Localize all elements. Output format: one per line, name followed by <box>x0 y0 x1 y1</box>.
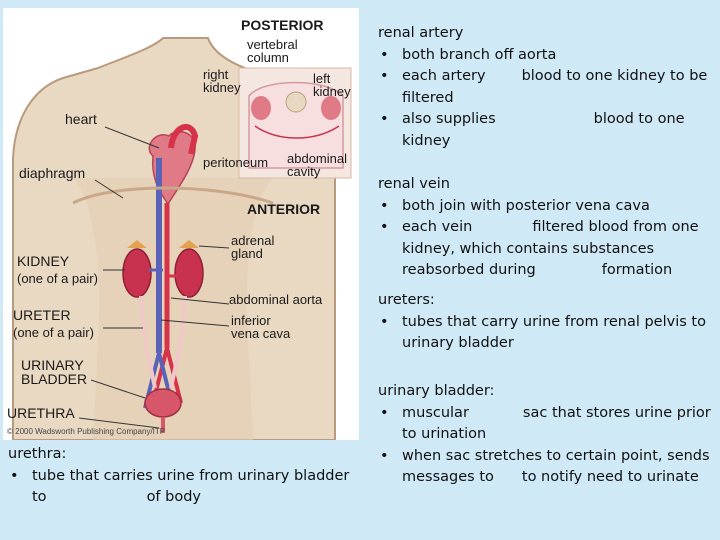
renal-artery-b3b: blood to one <box>593 111 685 127</box>
urinary-system-figure: POSTERIOR vertebral column right kidney … <box>3 8 359 440</box>
diaphragm-curve <box>72 186 274 205</box>
renal-vein-b2a: each vein <box>402 219 473 235</box>
inset-kidney-right <box>321 96 341 120</box>
right-kidney-shape <box>174 248 204 298</box>
ureters-heading: ureters: <box>378 292 435 308</box>
renal-vein-b2b: filtered blood from one <box>532 219 699 235</box>
aorta-arch <box>168 124 199 155</box>
renal-vein-bullet-2: each vein filtered blood from one kidney, … <box>378 217 718 282</box>
torso-shading <box>73 178 273 440</box>
urethra-bullet: tube that carries urine from urinary bla… <box>8 466 360 509</box>
adrenal-right <box>179 240 199 248</box>
label-inferior-vena-cava: inferior vena cava <box>231 313 291 341</box>
label-ureter: URETER <box>13 307 71 323</box>
ureters-section: ureters: tubes that carry urine from ren… <box>378 290 718 355</box>
urinary-bladder-b1c: to urination <box>402 426 487 442</box>
renal-artery-bullet-3: also supplies blood to one kidney <box>378 109 718 152</box>
label-kidney-sub: (one of a pair) <box>17 271 98 286</box>
inset-peritoneum <box>254 125 340 139</box>
renal-artery-bullet-2: each artery blood to one kidney to be filt… <box>378 66 718 109</box>
renal-artery-b3a: also supplies <box>402 111 496 127</box>
label-urethra: URETHRA <box>7 405 75 421</box>
leader-heart <box>104 126 160 149</box>
label-right-kidney: right kidney <box>203 67 241 95</box>
renal-artery-heading: renal artery <box>378 25 464 41</box>
label-kidney: KIDNEY <box>17 253 70 269</box>
label-ureter-sub: (one of a pair) <box>13 325 94 340</box>
urethra-bullet-to: to <box>32 489 47 505</box>
label-vertebral-column: vertebral column <box>247 37 298 65</box>
ureters-b1: tubes that carry urine from renal pelvis… <box>402 313 706 330</box>
label-adrenal-gland: adrenal gland <box>231 233 275 261</box>
ureters-bullet-1: tubes that carry urine from renal pelvis… <box>378 312 718 355</box>
urinary-bladder-b1b: sac that stores urine prior <box>522 404 711 421</box>
ureter-right <box>169 295 187 389</box>
urethra-heading: urethra: <box>8 446 67 462</box>
ureters-b1c: urinary bladder <box>402 335 514 351</box>
label-left-kidney: left kidney <box>313 71 351 99</box>
leader-aorta <box>170 297 230 305</box>
renal-artery-bullet-1: both branch off aorta <box>378 45 718 67</box>
renal-artery-b2c: filtered <box>402 89 454 106</box>
anatomy-illustration <box>12 37 352 440</box>
urethra-bullet-text: tube that carries urine from urinary bla… <box>32 467 350 484</box>
urinary-bladder-bullet-1: muscular sac that stores urine prior to ur… <box>378 403 718 446</box>
renal-vein-b2c: kidney, which contains substances <box>402 240 655 257</box>
urinary-bladder-heading: urinary bladder: <box>378 383 495 399</box>
renal-vein-b2d: reabsorbed during <box>402 262 536 278</box>
leader-diaphragm <box>94 179 124 199</box>
left-kidney-shape <box>122 248 152 298</box>
inset-kidney-left <box>251 96 271 120</box>
urinary-bladder-b1a: muscular <box>402 404 469 421</box>
copyright-text: © 2000 Wadsworth Publishing Company/ITP <box>7 427 166 436</box>
renal-artery-section: renal artery both branch off aorta each … <box>378 23 718 152</box>
label-peritoneum: peritoneum <box>203 155 269 170</box>
renal-artery-b2a: each artery <box>402 68 486 84</box>
label-diaphragm: diaphragm <box>19 165 86 181</box>
label-anterior: ANTERIOR <box>247 201 321 217</box>
inset-abdomen <box>248 81 344 169</box>
renal-vein-heading: renal vein <box>378 176 450 192</box>
ureter-left <box>139 295 157 389</box>
label-heart: heart <box>65 111 97 127</box>
urinary-bladder-section: urinary bladder: muscular sac that stores… <box>378 381 718 489</box>
renal-vein-bullet-1: both join with posterior vena cava <box>378 196 718 218</box>
bladder-shape <box>144 388 182 418</box>
leader-bladder <box>90 379 146 399</box>
urinary-bladder-b2c: to notify need to urinate <box>521 469 699 485</box>
leader-urethra <box>78 417 160 429</box>
leader-venacava <box>160 319 230 327</box>
urinary-bladder-bullet-2: when sac stretches to certain point, sen… <box>378 446 718 489</box>
label-abdominal-cavity: abdominal cavity <box>287 151 347 179</box>
label-posterior: POSTERIOR <box>241 17 324 33</box>
adrenal-left <box>127 240 147 248</box>
inset-vertebra <box>285 91 307 113</box>
label-urinary-bladder: URINARY BLADDER <box>21 357 88 387</box>
urinary-bladder-b2a: when sac stretches to certain point, sen… <box>402 447 710 464</box>
urinary-bladder-b2b: messages to <box>402 469 494 485</box>
renal-artery-b3c: kidney <box>402 132 451 149</box>
label-abdominal-aorta: abdominal aorta <box>229 292 323 307</box>
renal-artery-b2b: blood to one kidney to be <box>521 68 708 84</box>
urethra-bullet-of-body: of body <box>146 489 202 505</box>
urethra-note: urethra: tube that carries urine from ur… <box>8 444 360 509</box>
renal-vein-b2e: formation <box>601 262 673 278</box>
leader-adrenal <box>198 245 230 249</box>
renal-vein-section: renal vein both join with posterior vena… <box>378 174 718 282</box>
